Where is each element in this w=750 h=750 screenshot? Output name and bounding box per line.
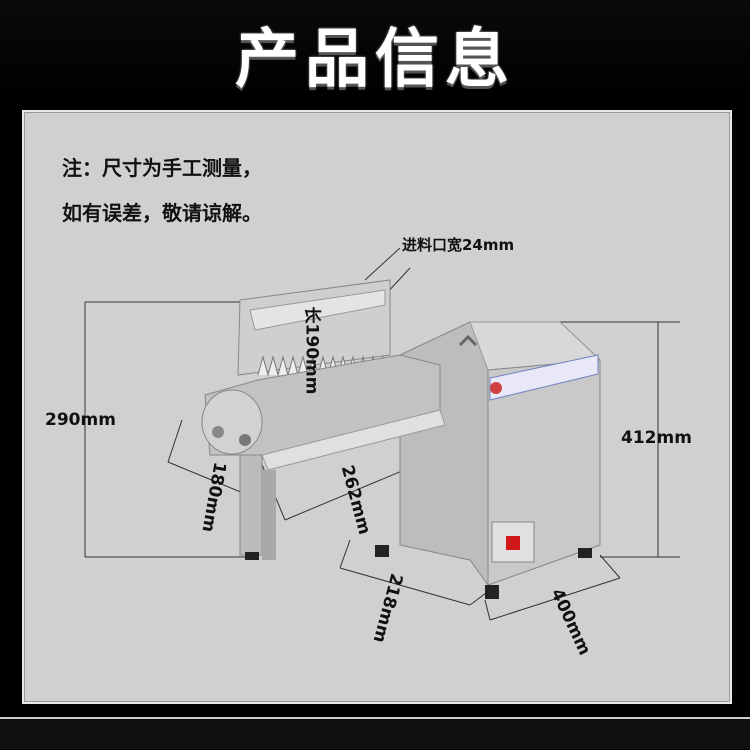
dim-height-left: 290mm (45, 410, 116, 430)
note-line-2: 如有误差，敬请谅解。 (62, 201, 262, 225)
footer-divider (0, 717, 750, 749)
header-banner: 产品信息 (0, 0, 750, 97)
dim-length: 长190mm (301, 306, 322, 395)
page-title: 产品信息 (235, 23, 515, 97)
note-line-1: 注：尺寸为手工测量， (62, 156, 262, 180)
dim-height-right: 412mm (621, 428, 692, 448)
power-switch-icon (506, 536, 520, 550)
dim-feed-opening: 进料口宽24mm (402, 236, 515, 254)
